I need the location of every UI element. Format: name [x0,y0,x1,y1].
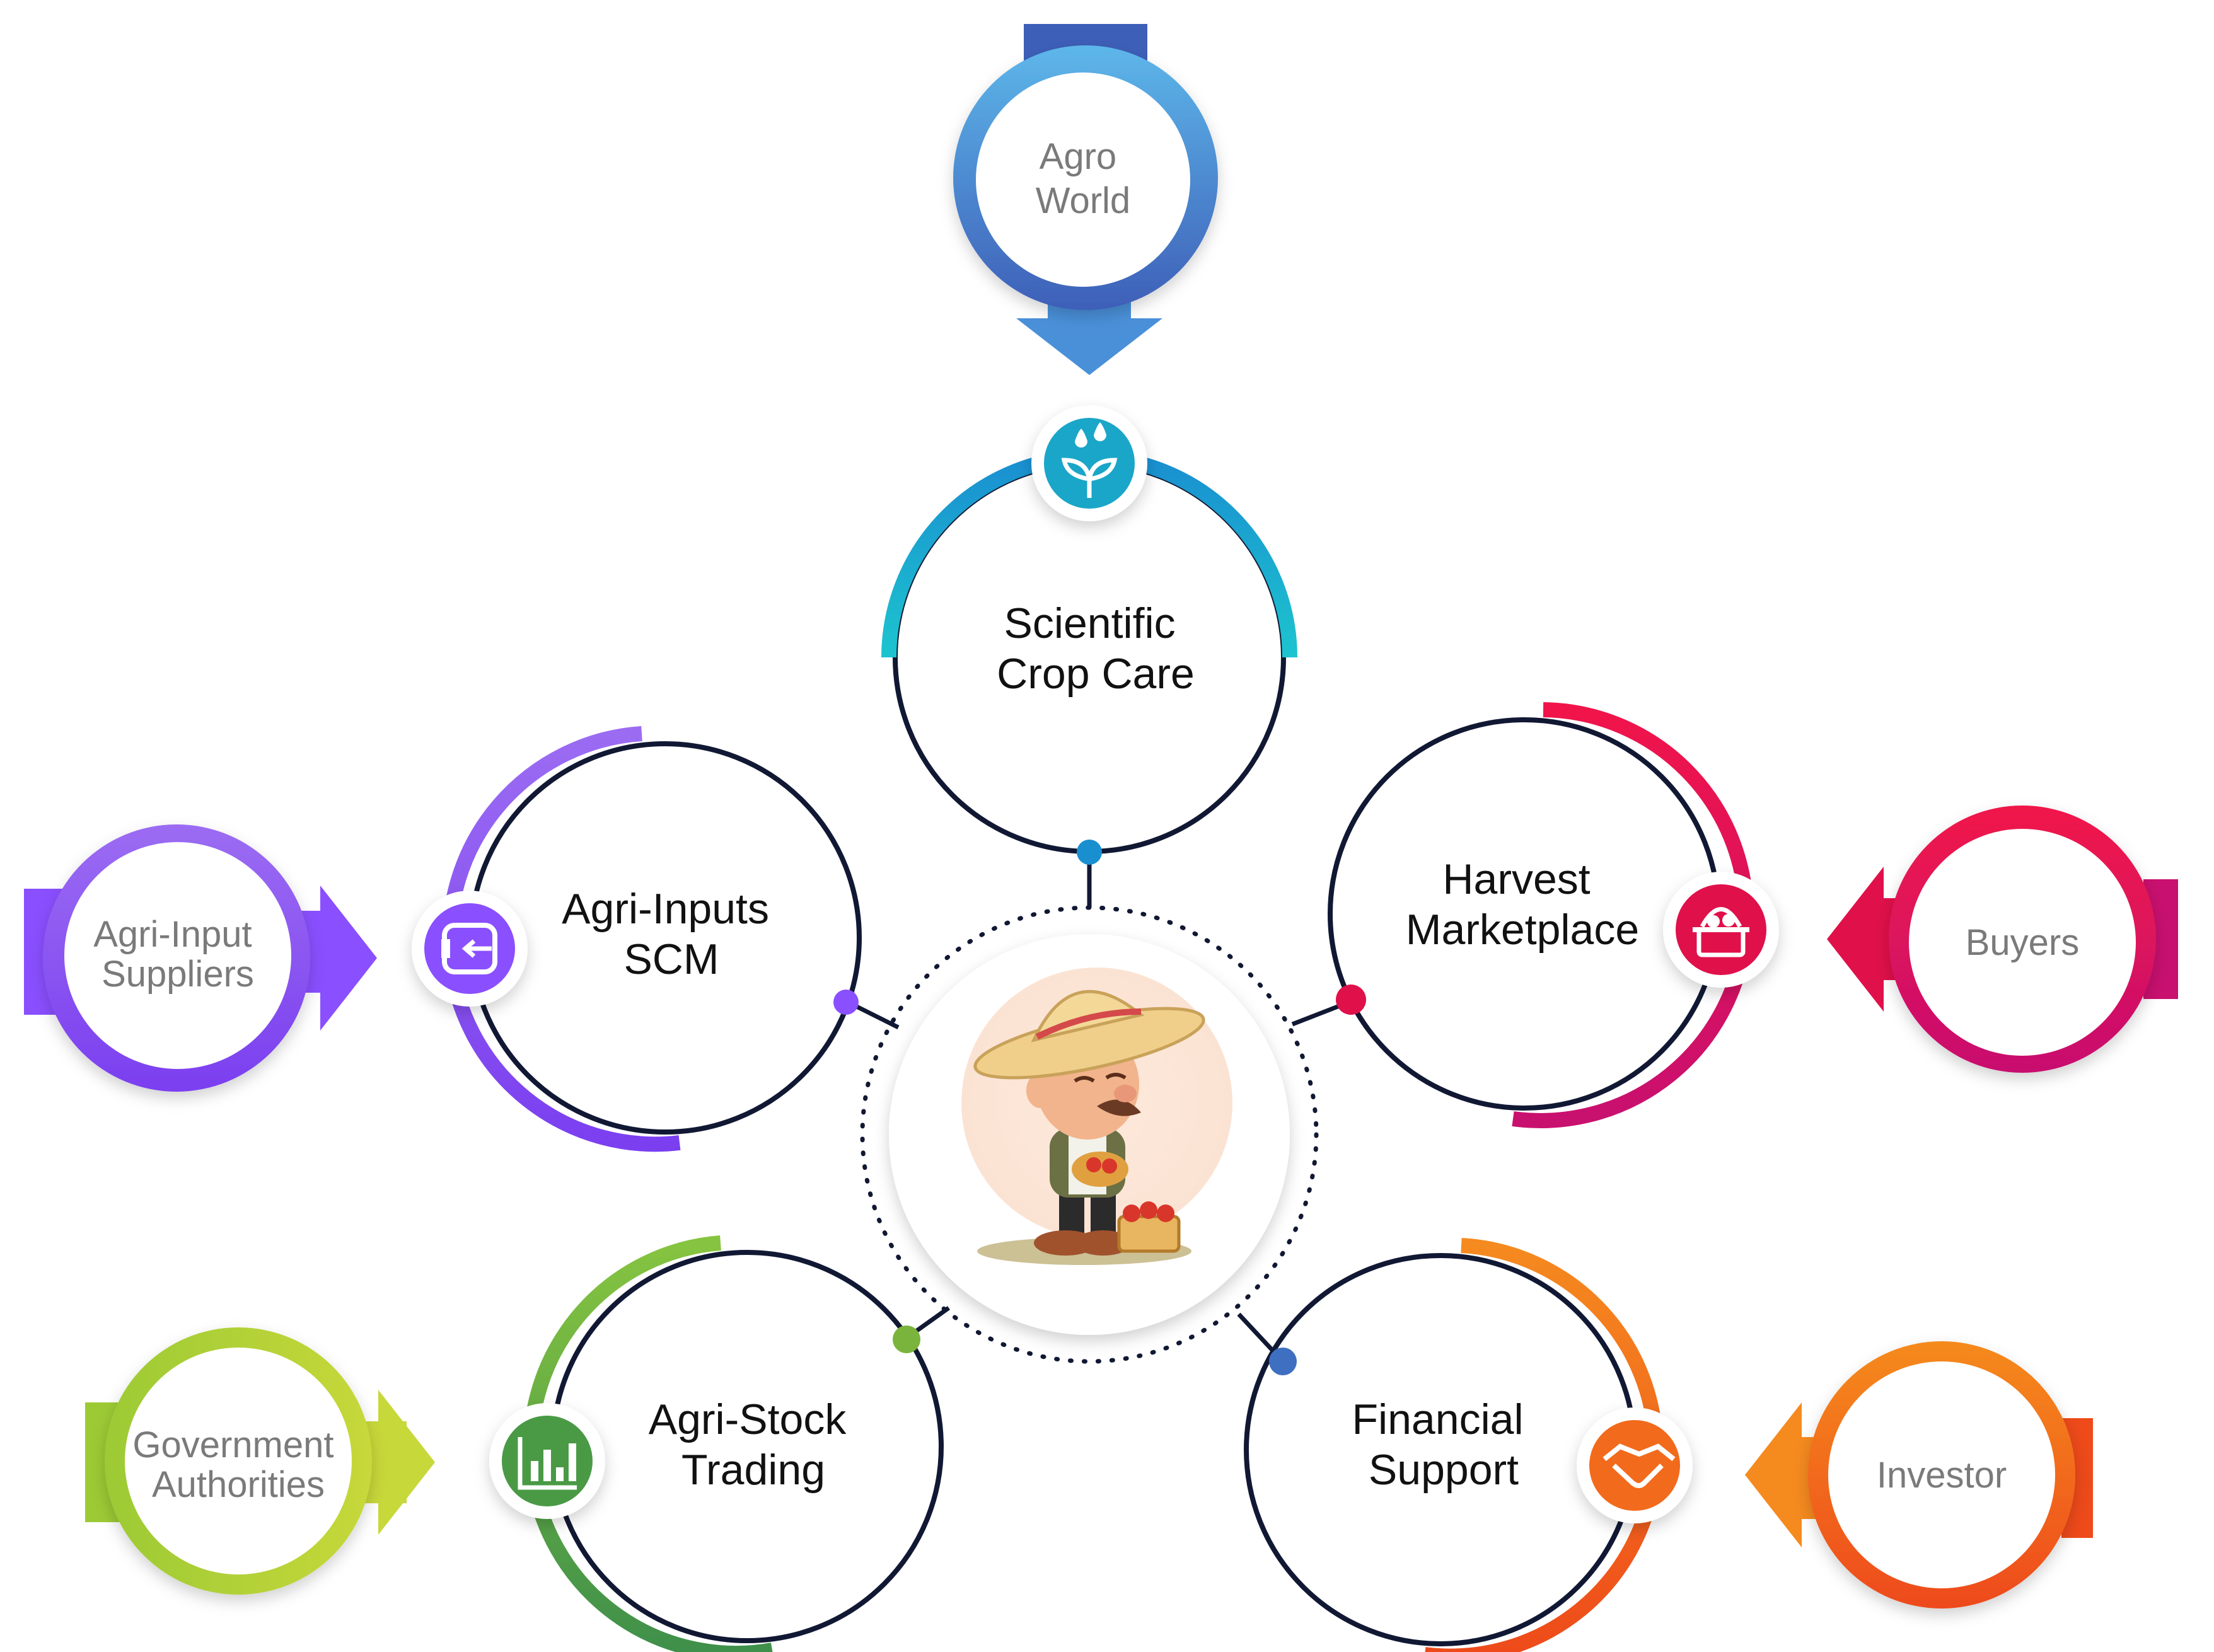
module-label-line: Financial [1352,1395,1523,1443]
module-label-line: Trading [681,1446,825,1494]
connector-node [1077,840,1102,865]
module-harvest-marketplace: Harvest Marketplace [1328,702,1779,1128]
stakeholder-government-authorities: Government Authorities [85,1327,435,1595]
stakeholder-arrow [378,1390,435,1535]
stakeholder-arrow [320,886,377,1031]
stakeholder-investor: Investor [1745,1341,2093,1609]
basket-icon [1663,872,1779,988]
stakeholder-label-line: World [1036,180,1130,221]
connector-node [893,1326,920,1353]
stakeholder-label: Government Authorities [132,1424,344,1505]
stakeholder-label-line: Authorities [152,1464,325,1505]
module-label-line: Scientific [1004,599,1175,647]
module-label-line: Agri-Stock [649,1395,847,1443]
stakeholder-agro-world: Agro World [953,24,1218,375]
plant-water-drops-icon [1031,405,1147,521]
stakeholder-inner [1828,1361,2055,1588]
stakeholder-label-line: Government [132,1424,333,1465]
stakeholder-label: Investor [1877,1455,2007,1496]
module-label-line: Harvest [1442,855,1590,903]
stakeholder-inner [125,1348,352,1574]
dotted-orbit [860,905,1319,1364]
stakeholder-arrow [1827,867,1884,1012]
module-label-line: Support [1369,1446,1519,1494]
connector-node [1269,1348,1297,1375]
stakeholder-arrow [1745,1402,1802,1547]
stakeholder-arrow [1016,318,1162,375]
module-label: Agri-Inputs SCM [562,885,781,983]
module-agri-stock-trading: Agri-Stock Trading [489,1235,944,1652]
stakeholder-label-line: Suppliers [101,954,254,995]
module-label: Scientific Crop Care [997,599,1195,698]
module-label: Financial Support [1352,1395,1535,1494]
connector-node [833,990,859,1015]
stakeholder-buyers: Buyers [1827,806,2178,1073]
stakeholder-inner [976,72,1190,287]
bar-chart-icon [489,1403,605,1519]
module-financial-support: Financial Support [1244,1238,1693,1652]
stakeholder-label: Agro World [1036,136,1130,221]
handshake-icon [1577,1407,1693,1523]
module-label-line: Marketplace [1406,906,1639,954]
module-label-line: Crop Care [997,650,1195,698]
farmer-illustration [973,990,1205,1265]
supply-chain-icon [412,891,528,1007]
connector-node [1336,985,1366,1015]
module-label: Agri-Stock Trading [649,1395,859,1494]
module-agri-inputs-scm: Agri-Inputs SCM [412,726,862,1152]
stakeholder-label: Agri-Input Suppliers [93,914,262,995]
stakeholder-label-line: Agro [1040,136,1117,177]
stakeholder-inner [1909,829,2136,1056]
stakeholder-inner [64,842,291,1069]
stakeholder-label-line: Agri-Input [93,914,252,955]
module-label-line: SCM [623,935,719,983]
stakeholder-agri-input-suppliers: Agri-Input Suppliers [24,824,377,1092]
module-scientific-crop-care: Scientific Crop Care [881,405,1297,865]
module-label: Harvest Marketplace [1406,855,1639,954]
module-label-line: Agri-Inputs [562,885,769,933]
center-hub [860,905,1319,1364]
stakeholder-label: Buyers [1966,922,2080,963]
